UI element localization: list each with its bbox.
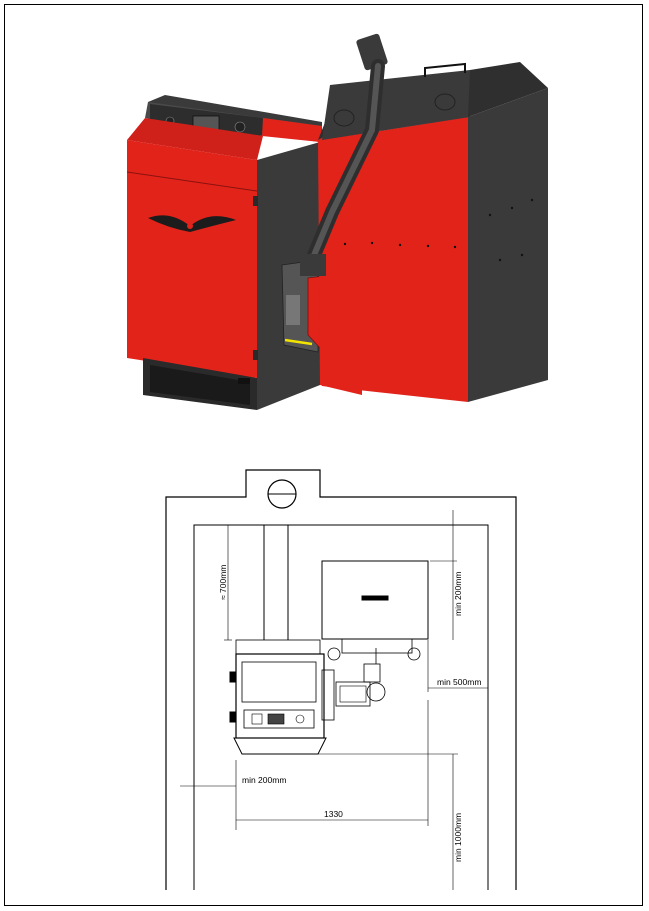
boiler-unit	[126, 95, 322, 410]
inner-wall	[193, 524, 489, 890]
floor-plan	[165, 469, 517, 890]
winged-logo-icon	[148, 215, 236, 232]
room-outline	[165, 469, 517, 890]
page-frame	[4, 4, 643, 906]
dim-bottom: min 1000mm	[453, 813, 463, 862]
dim-right: min 500mm	[437, 677, 481, 687]
pellet-hopper	[318, 62, 548, 402]
boiler-render	[126, 33, 548, 410]
dim-width: 1330	[324, 809, 343, 819]
dim-top-left: ≈ 700mm	[218, 565, 228, 600]
dim-left: min 200mm	[242, 775, 286, 785]
dim-top-right: min 200mm	[453, 572, 463, 616]
auger-tube	[300, 33, 388, 276]
